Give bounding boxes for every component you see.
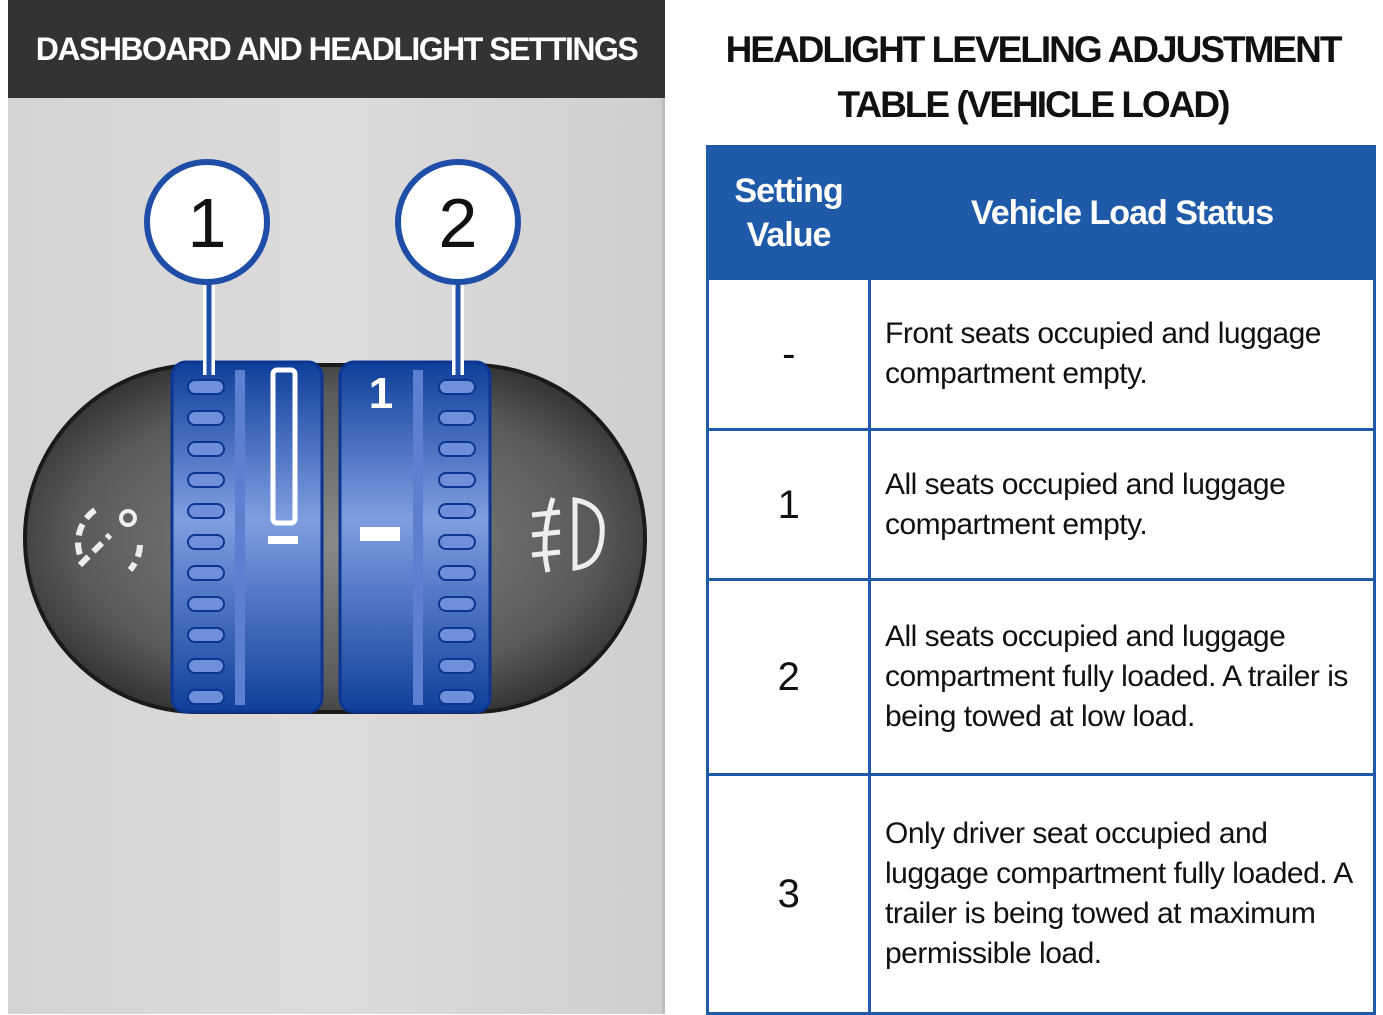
wheel-rib [187,596,225,612]
load-status: All seats occupied and luggage compartme… [868,578,1376,776]
table-row: -Front seats occupied and luggage compar… [706,277,1376,431]
load-status: Only driver seat occupied and luggage co… [868,773,1376,1015]
header-load-status: Vehicle Load Status [868,145,1376,280]
fog-light-icon [531,497,605,573]
wheel-rib [187,410,225,426]
callout-1: 1 [144,159,270,375]
table-title-line-1: HEADLIGHT LEVELING ADJUSTMENT [725,29,1343,70]
dashboard-title: DASHBOARD AND HEADLIGHT SETTINGS [35,30,639,67]
wheel-rib [438,410,476,426]
wheel-rib [438,627,476,643]
wheel-rib [187,658,225,674]
wheel-rib [438,441,476,457]
callout-2: 2 [395,159,521,375]
load-status: Front seats occupied and luggage compart… [868,277,1376,431]
wheel-rib [438,596,476,612]
table-title: HEADLIGHT LEVELING ADJUSTMENT TABLE (VEH… [690,22,1376,132]
wheel-rib [187,627,225,643]
wheel-rib [438,689,476,705]
setting-value: 1 [706,428,871,581]
wheel-rib [187,503,225,519]
leveling-table: Setting Value Vehicle Load Status -Front… [706,145,1376,1015]
wheel-rib [438,379,476,395]
headlight-control-illustration: 1 1 2 [23,159,647,714]
wheel-rib [187,565,225,581]
wheel-rib [438,658,476,674]
wheel-rib [187,534,225,550]
wheel-mark-dash [360,527,400,541]
setting-value: 2 [706,578,871,776]
setting-value: 3 [706,773,871,1015]
table-header: Setting Value Vehicle Load Status [706,145,1376,280]
wheel-rib [187,689,225,705]
setting-value: - [706,277,871,431]
headlight-range-icon [75,507,143,572]
switch-housing [23,363,647,714]
dashboard-title-bar: DASHBOARD AND HEADLIGHT SETTINGS [8,0,665,98]
callout-1-label: 1 [188,184,227,262]
table-title-line-2: TABLE (VEHICLE LOAD) [837,84,1231,125]
wheel-rib [187,379,225,395]
wheel-ribs [187,379,476,705]
load-status: All seats occupied and luggage compartme… [868,428,1376,581]
header-setting-value: Setting Value [706,145,871,280]
wheel-rib [438,503,476,519]
wheel-rib [438,534,476,550]
wheel-rib [187,441,225,457]
wheel-mark-1: 1 [369,369,393,418]
wheel-rib [187,472,225,488]
callout-2-label: 2 [439,184,478,262]
wheel-rib [438,472,476,488]
wheel-rib [438,565,476,581]
